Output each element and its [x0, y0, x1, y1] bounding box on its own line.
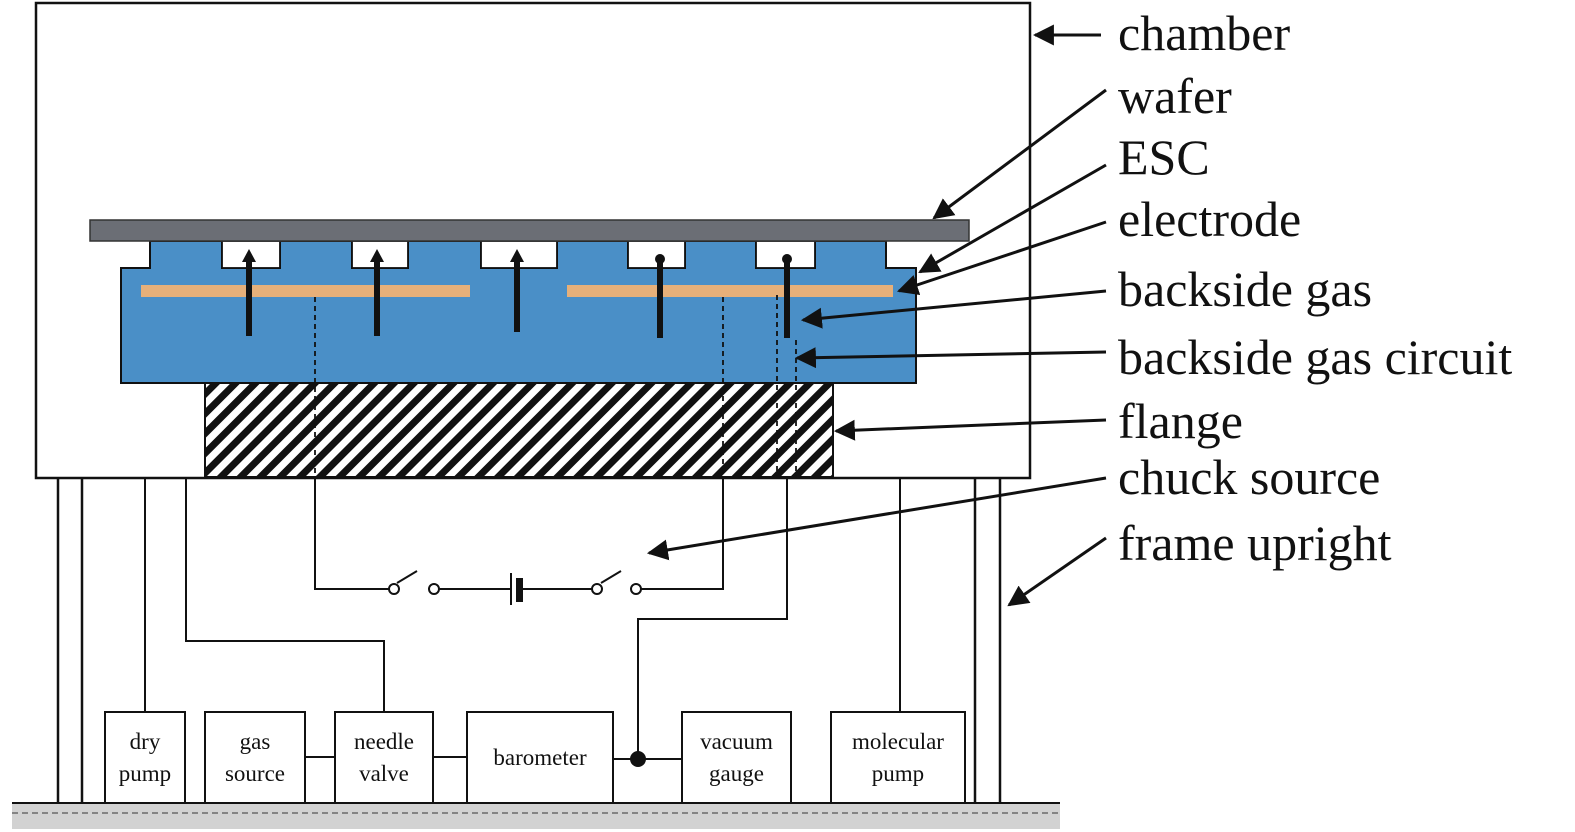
label-wafer: wafer	[1118, 68, 1232, 124]
gas-pocket	[627, 240, 686, 269]
arrow-wafer	[932, 88, 1107, 220]
frame-upright-right	[973, 478, 1002, 803]
pipe-needle-valve	[185, 478, 385, 712]
pipe-backside-gas-circuit	[637, 478, 788, 759]
label-esc: ESC	[1118, 129, 1210, 185]
frame-upright-left	[56, 478, 84, 803]
arrow-backside-gas-circuit	[794, 347, 1107, 369]
chuck-source-circuit	[314, 478, 724, 605]
arrow-esc	[918, 163, 1107, 274]
label-vacuum-gauge: vacuum gauge	[700, 728, 773, 786]
arrow-electrode	[897, 220, 1107, 295]
label-chuck-source: chuck source	[1118, 449, 1381, 505]
label-dry-pump: dry pump	[118, 728, 172, 786]
label-molecular-pump: molecular pump	[852, 728, 944, 786]
vacuum-gauge-box	[681, 711, 792, 804]
wafer	[89, 219, 970, 242]
label-backside-gas-circuit: backside gas circuit	[1118, 329, 1513, 385]
label-backside-gas: backside gas	[1118, 261, 1373, 317]
component-boxes	[104, 711, 966, 804]
label-frame-upright: frame upright	[1118, 515, 1392, 571]
flange	[204, 380, 834, 478]
floor	[12, 802, 1060, 829]
label-electrode: electrode	[1118, 191, 1302, 247]
backside-gas-channels	[246, 256, 790, 338]
needle-valve-box	[334, 711, 434, 804]
label-needle-valve: needle valve	[353, 728, 414, 786]
arrow-frame-upright	[1007, 536, 1107, 607]
pipe-junction-node	[630, 751, 646, 767]
barometer-box	[466, 711, 614, 804]
arrow-chuck-source	[646, 476, 1107, 561]
gas-pockets	[221, 240, 816, 269]
label-gas-source: gas source	[224, 728, 286, 786]
battery-plate	[516, 578, 523, 602]
electrode-left	[141, 285, 470, 297]
callout-arrows	[646, 24, 1107, 607]
label-flange: flange	[1118, 393, 1243, 449]
arrow-flange	[833, 418, 1107, 441]
electrode-right	[567, 285, 893, 297]
arrow-backside-gas	[800, 289, 1107, 329]
label-barometer: barometer	[493, 744, 587, 770]
molecular-pump-box	[830, 711, 966, 804]
label-chamber: chamber	[1118, 5, 1291, 61]
